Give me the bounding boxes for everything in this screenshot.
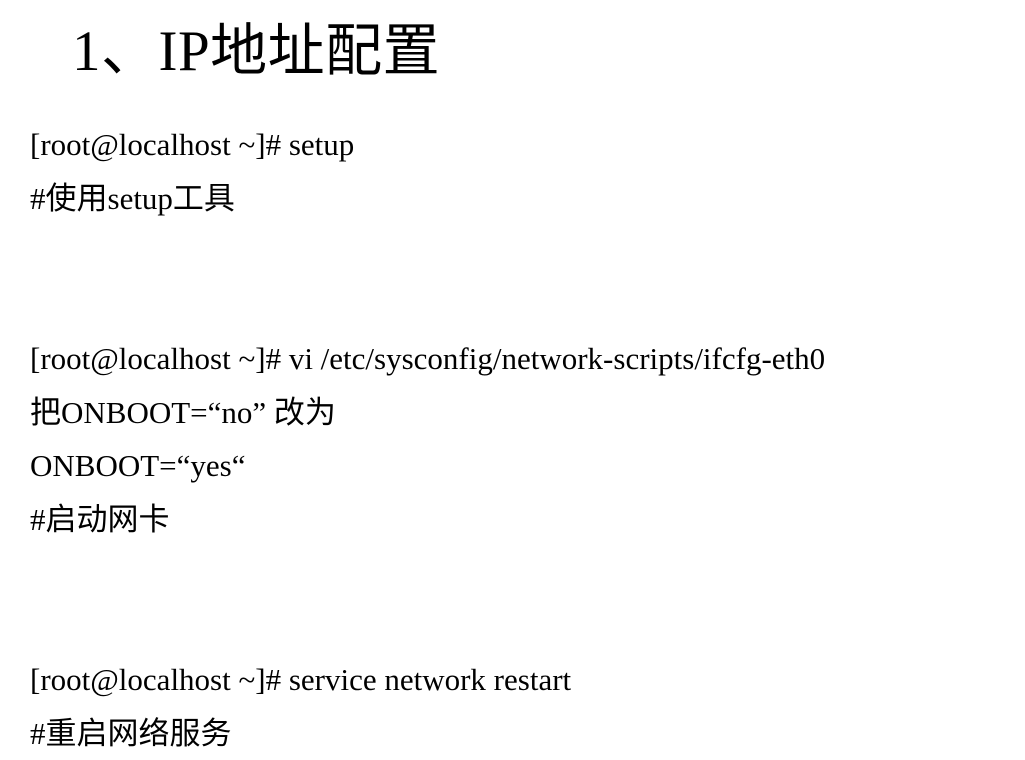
code-line: #重启网络服务 [30,707,1020,760]
slide-canvas: 1、IP地址配置 [root@localhost ~]# setup#使用set… [0,0,1025,657]
code-line: ONBOOT=“yes“ [30,439,1020,493]
blank-line [30,546,1020,600]
page-title: 1、IP地址配置 [72,18,440,86]
code-line: [root@localhost ~]# setup [30,118,1020,172]
code-line: [root@localhost ~]# service network rest… [30,653,1020,707]
blank-line [30,225,1020,279]
code-line: 把ONBOOT=“no” 改为 [30,386,1020,440]
code-line: #启动网卡 [30,493,1020,547]
code-line: #使用setup工具 [30,172,1020,226]
blank-line [30,600,1020,654]
code-line: [root@localhost ~]# vi /etc/sysconfig/ne… [30,332,1020,386]
slide-body: [root@localhost ~]# setup#使用setup工具 [root… [30,118,1020,760]
blank-line [30,279,1020,333]
